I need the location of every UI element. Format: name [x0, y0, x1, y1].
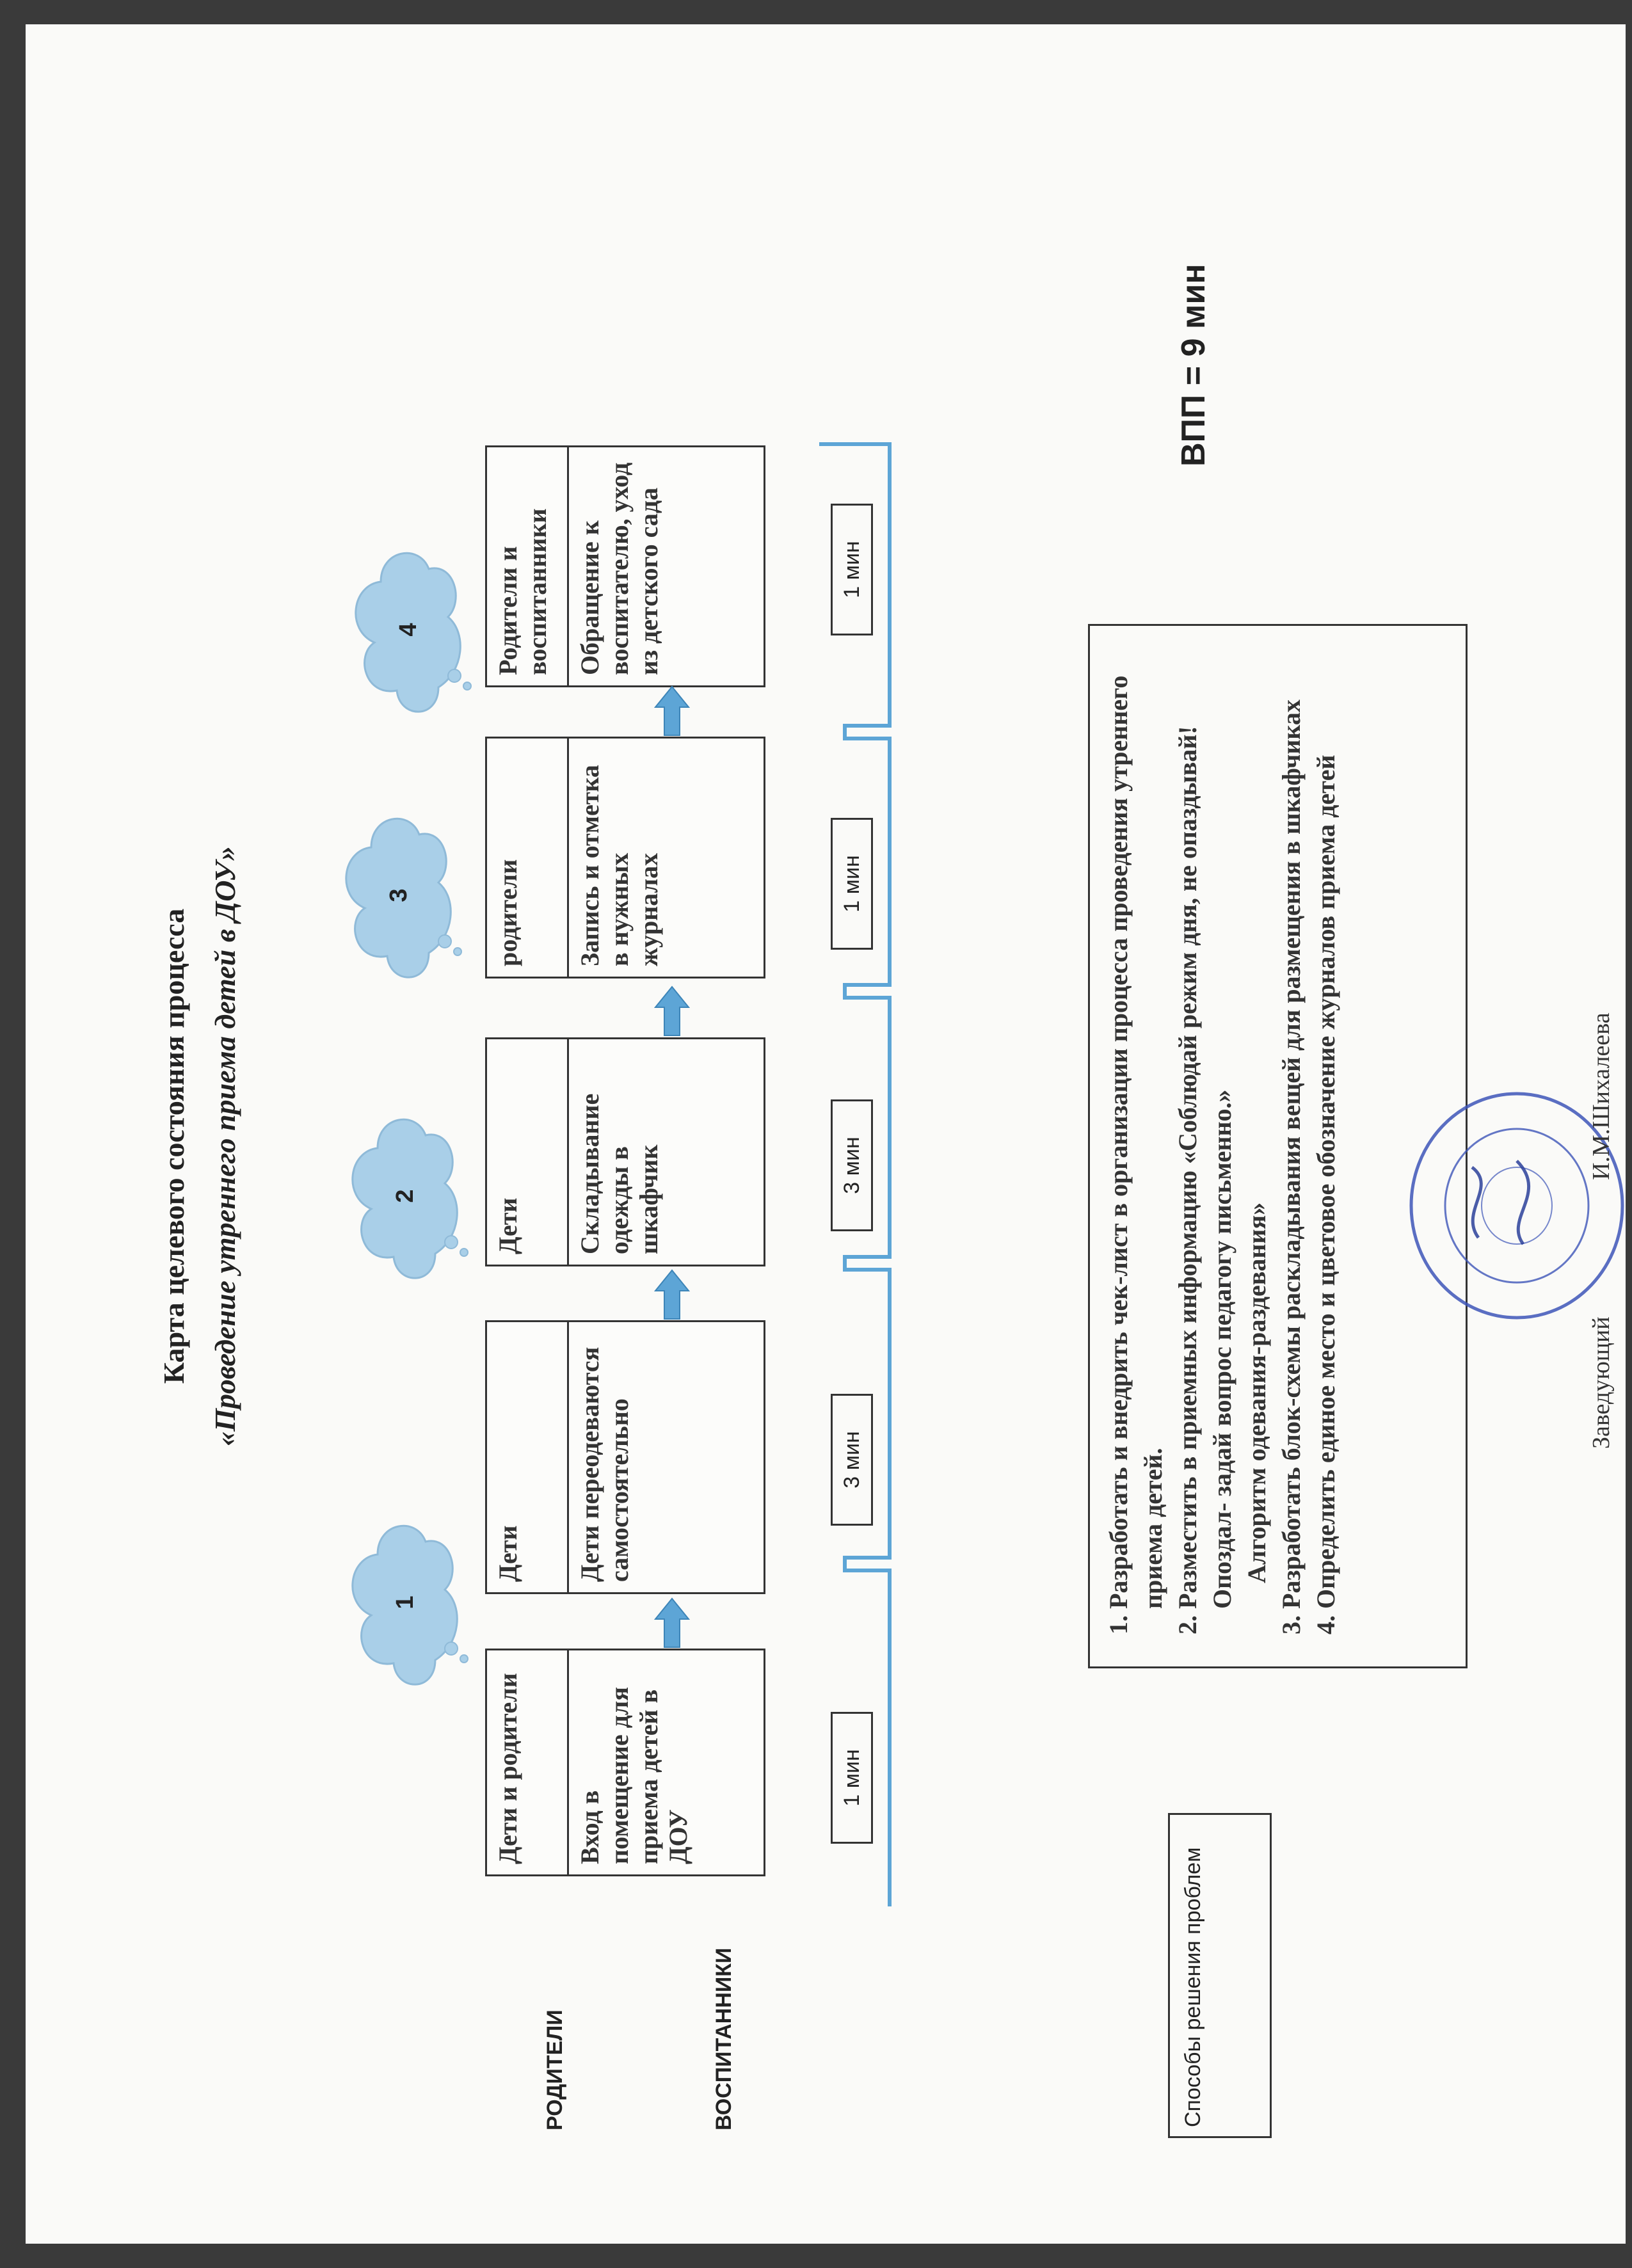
cloud-label: 1: [392, 1595, 419, 1609]
process-step-3: Дети Складывание одежды в шкафчик: [485, 1037, 765, 1266]
problem-solving-label: Способы решения проблем: [1168, 1813, 1272, 2138]
step-body: Складывание одежды в шкафчик: [575, 1093, 663, 1254]
process-step-1: Дети и родители Вход в помещение для при…: [485, 1649, 765, 1876]
step-body: Обращение к воспитателю, уход из детског…: [575, 462, 663, 675]
total-time-label: ВПП = 9 мин: [1175, 264, 1212, 467]
arrow-right-icon: [653, 1597, 691, 1648]
step-header: Дети: [487, 1322, 569, 1592]
solution-item-2: Разместить в приемных информацию «Соблюд…: [1171, 645, 1205, 1609]
signature-name: И.М.Шихалеева: [1588, 1012, 1615, 1180]
step-header: Дети и родители: [487, 1650, 569, 1874]
cloud-icon: 2: [351, 1118, 468, 1279]
step-body: Вход в помещение для приема детей в ДОУ: [575, 1687, 692, 1864]
cloud-icon: 3: [345, 817, 462, 978]
arrow-right-icon: [653, 986, 691, 1036]
step-body: Дети переодеваются самостоятельно: [575, 1346, 634, 1582]
step-header: родители: [487, 739, 569, 977]
cloud-icon: 4: [355, 552, 472, 713]
cloud-label: 2: [392, 1189, 419, 1202]
cloud-icon: 1: [351, 1524, 468, 1686]
row-label-pupils: ВОСПИТАННИКИ: [712, 1947, 736, 2131]
paper-sheet: Карта целевого состояния процесса «Прове…: [26, 24, 1626, 2244]
process-step-2: Дети Дети переодеваются самостоятельно: [485, 1320, 765, 1594]
timeline: [819, 442, 892, 1906]
solution-item-1: Разработать и внедрить чек-лист в органи…: [1101, 645, 1171, 1609]
time-box: 1 мин: [831, 818, 873, 950]
page-subtitle: «Проведение утреннего приема детей в ДОУ…: [209, 846, 241, 1446]
page-title: Карта целевого состояния процесса: [157, 908, 190, 1384]
solution-item-2-note: Опоздал- задай вопрос педагогу письменно…: [1208, 1089, 1236, 1609]
solution-item-3: Разработать блок-схемы раскладывания вещ…: [1274, 645, 1309, 1609]
solutions-list: Разработать и внедрить чек-лист в органи…: [1101, 645, 1205, 1647]
process-step-5: Родители и воспитанники Обращение к восп…: [485, 445, 765, 687]
cloud-label: 4: [395, 623, 422, 636]
time-box: 1 мин: [831, 504, 873, 635]
process-step-4: родители Запись и отметка в нужных журна…: [485, 737, 765, 978]
solution-item-4: Определить единое место и цветовое обозн…: [1309, 645, 1343, 1609]
stamp-icon: [1409, 1092, 1624, 1320]
arrow-right-icon: [653, 685, 691, 736]
signature-role: Заведующий: [1588, 1316, 1615, 1449]
step-header: Дети: [487, 1039, 569, 1265]
cloud-label: 3: [385, 888, 412, 902]
solutions-list-continued: Разработать блок-схемы раскладывания вещ…: [1274, 645, 1343, 1647]
time-box: 3 мин: [831, 1099, 873, 1231]
step-body: Запись и отметка в нужных журналах: [575, 765, 663, 966]
row-label-parents: РОДИТЕЛИ: [543, 2009, 567, 2130]
step-header: Родители и воспитанники: [487, 447, 569, 685]
time-box: 3 мин: [831, 1394, 873, 1526]
solution-item-2-note-2: Алгоритм одевания-раздевания»: [1242, 1202, 1271, 1583]
time-box: 1 мин: [831, 1712, 873, 1844]
arrow-right-icon: [653, 1269, 691, 1320]
rotated-page: Карта целевого состояния процесса «Прове…: [26, 24, 1632, 2268]
